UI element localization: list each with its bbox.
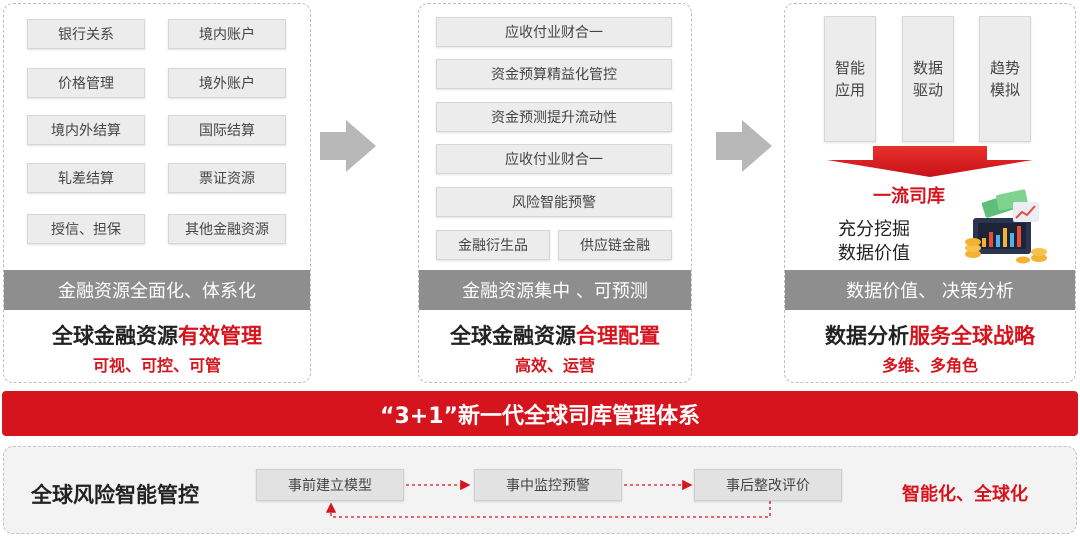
risk-control-title: 全球风险智能管控 (31, 483, 199, 507)
red-funnel-arrow-icon (827, 146, 1033, 177)
desc-line2: 数据价值 (838, 243, 910, 264)
panel1-title-red: 有效管理 (178, 324, 262, 348)
step-build-model: 事前建立模型 (256, 469, 404, 501)
arrow-right-icon (716, 120, 772, 172)
desc-text: 充分挖掘 数据价值 (838, 218, 910, 266)
item-bill-resources: 票证资源 (168, 163, 286, 193)
panel3-title-red: 服务全球战略 (909, 324, 1035, 348)
item-netting-settlement: 轧差结算 (27, 163, 145, 193)
panel-financial-resources: 银行关系 境内账户 价格管理 境外账户 境内外结算 国际结算 轧差结算 票证资源… (3, 3, 311, 383)
panel1-title-black: 全球金融资源 (52, 324, 178, 348)
item-supply-chain-finance: 供应链金融 (558, 230, 672, 260)
column3-line2: 模拟 (989, 81, 1020, 99)
system-title-band: “3+1”新一代全球司库管理体系 (2, 391, 1078, 436)
item-derivatives: 金融衍生品 (436, 230, 550, 260)
panel2-title-red: 合理配置 (576, 324, 660, 348)
panel1-bar: 金融资源全面化、体系化 (4, 270, 310, 310)
highlight-label: 一流司库 (873, 186, 945, 207)
item-international-settlement: 国际结算 (168, 115, 286, 145)
item-overseas-account: 境外账户 (168, 68, 286, 98)
step-monitor-warning: 事中监控预警 (474, 469, 622, 501)
panel3-title: 数据分析服务全球战略 (785, 320, 1075, 350)
item-domestic-account: 境内账户 (168, 19, 286, 49)
item-receivable-payable-2: 应收付业财合一 (436, 144, 672, 174)
panel1-title: 全球金融资源有效管理 (4, 320, 310, 350)
column1-line1: 智能 (834, 59, 865, 77)
column2-line2: 驱动 (912, 81, 943, 99)
panel2-subtitle: 高效、运营 (514, 356, 595, 375)
column2-line1: 数据 (912, 59, 943, 77)
finance-analytics-icon (965, 189, 1047, 264)
item-budget-control: 资金预算精益化管控 (436, 59, 672, 89)
panel2-title: 全球金融资源合理配置 (419, 320, 691, 350)
item-receivable-payable-1: 应收付业财合一 (436, 17, 672, 47)
risk-control-tagline: 智能化、全球化 (902, 484, 1028, 505)
panel2-title-black: 全球金融资源 (450, 324, 576, 348)
item-domestic-foreign-settlement: 境内外结算 (27, 115, 145, 145)
item-bank-relations: 银行关系 (27, 19, 145, 49)
item-other-financial-resources: 其他金融资源 (168, 214, 286, 244)
panel2-bar: 金融资源集中 、可预测 (419, 270, 691, 310)
column1-line2: 应用 (834, 81, 865, 99)
panel1-subtitle: 可视、可控、可管 (92, 356, 221, 375)
panel3-bar: 数据价值、 决策分析 (785, 270, 1075, 310)
risk-control-section: 全球风险智能管控 事前建立模型 事中监控预警 事后整改评价 智能化、全球化 (3, 446, 1077, 534)
item-price-management: 价格管理 (27, 68, 145, 98)
process-flow-arrows (325, 479, 771, 518)
item-forecast-liquidity: 资金预测提升流动性 (436, 102, 672, 132)
arrow-right-icon (320, 120, 376, 172)
column-trend-simulation: 趋势模拟 (979, 16, 1031, 142)
step-rectify-evaluate: 事后整改评价 (694, 469, 842, 501)
item-risk-warning: 风险智能预警 (436, 187, 672, 217)
panel3-title-black: 数据分析 (825, 324, 909, 348)
column-data-driven: 数据驱动 (902, 16, 954, 142)
item-credit-guarantee: 授信、担保 (27, 214, 145, 244)
panel-resource-allocation: 应收付业财合一 资金预算精益化管控 资金预测提升流动性 应收付业财合一 风险智能… (418, 3, 692, 383)
panel3-subtitle: 多维、多角色 (881, 356, 978, 375)
panel-data-analysis: 智能应用 数据驱动 趋势模拟 一流司库 充分挖掘 数据价值 (784, 3, 1076, 383)
column3-line1: 趋势 (989, 59, 1020, 77)
column-smart-application: 智能应用 (824, 16, 876, 142)
desc-line1: 充分挖掘 (838, 219, 910, 240)
